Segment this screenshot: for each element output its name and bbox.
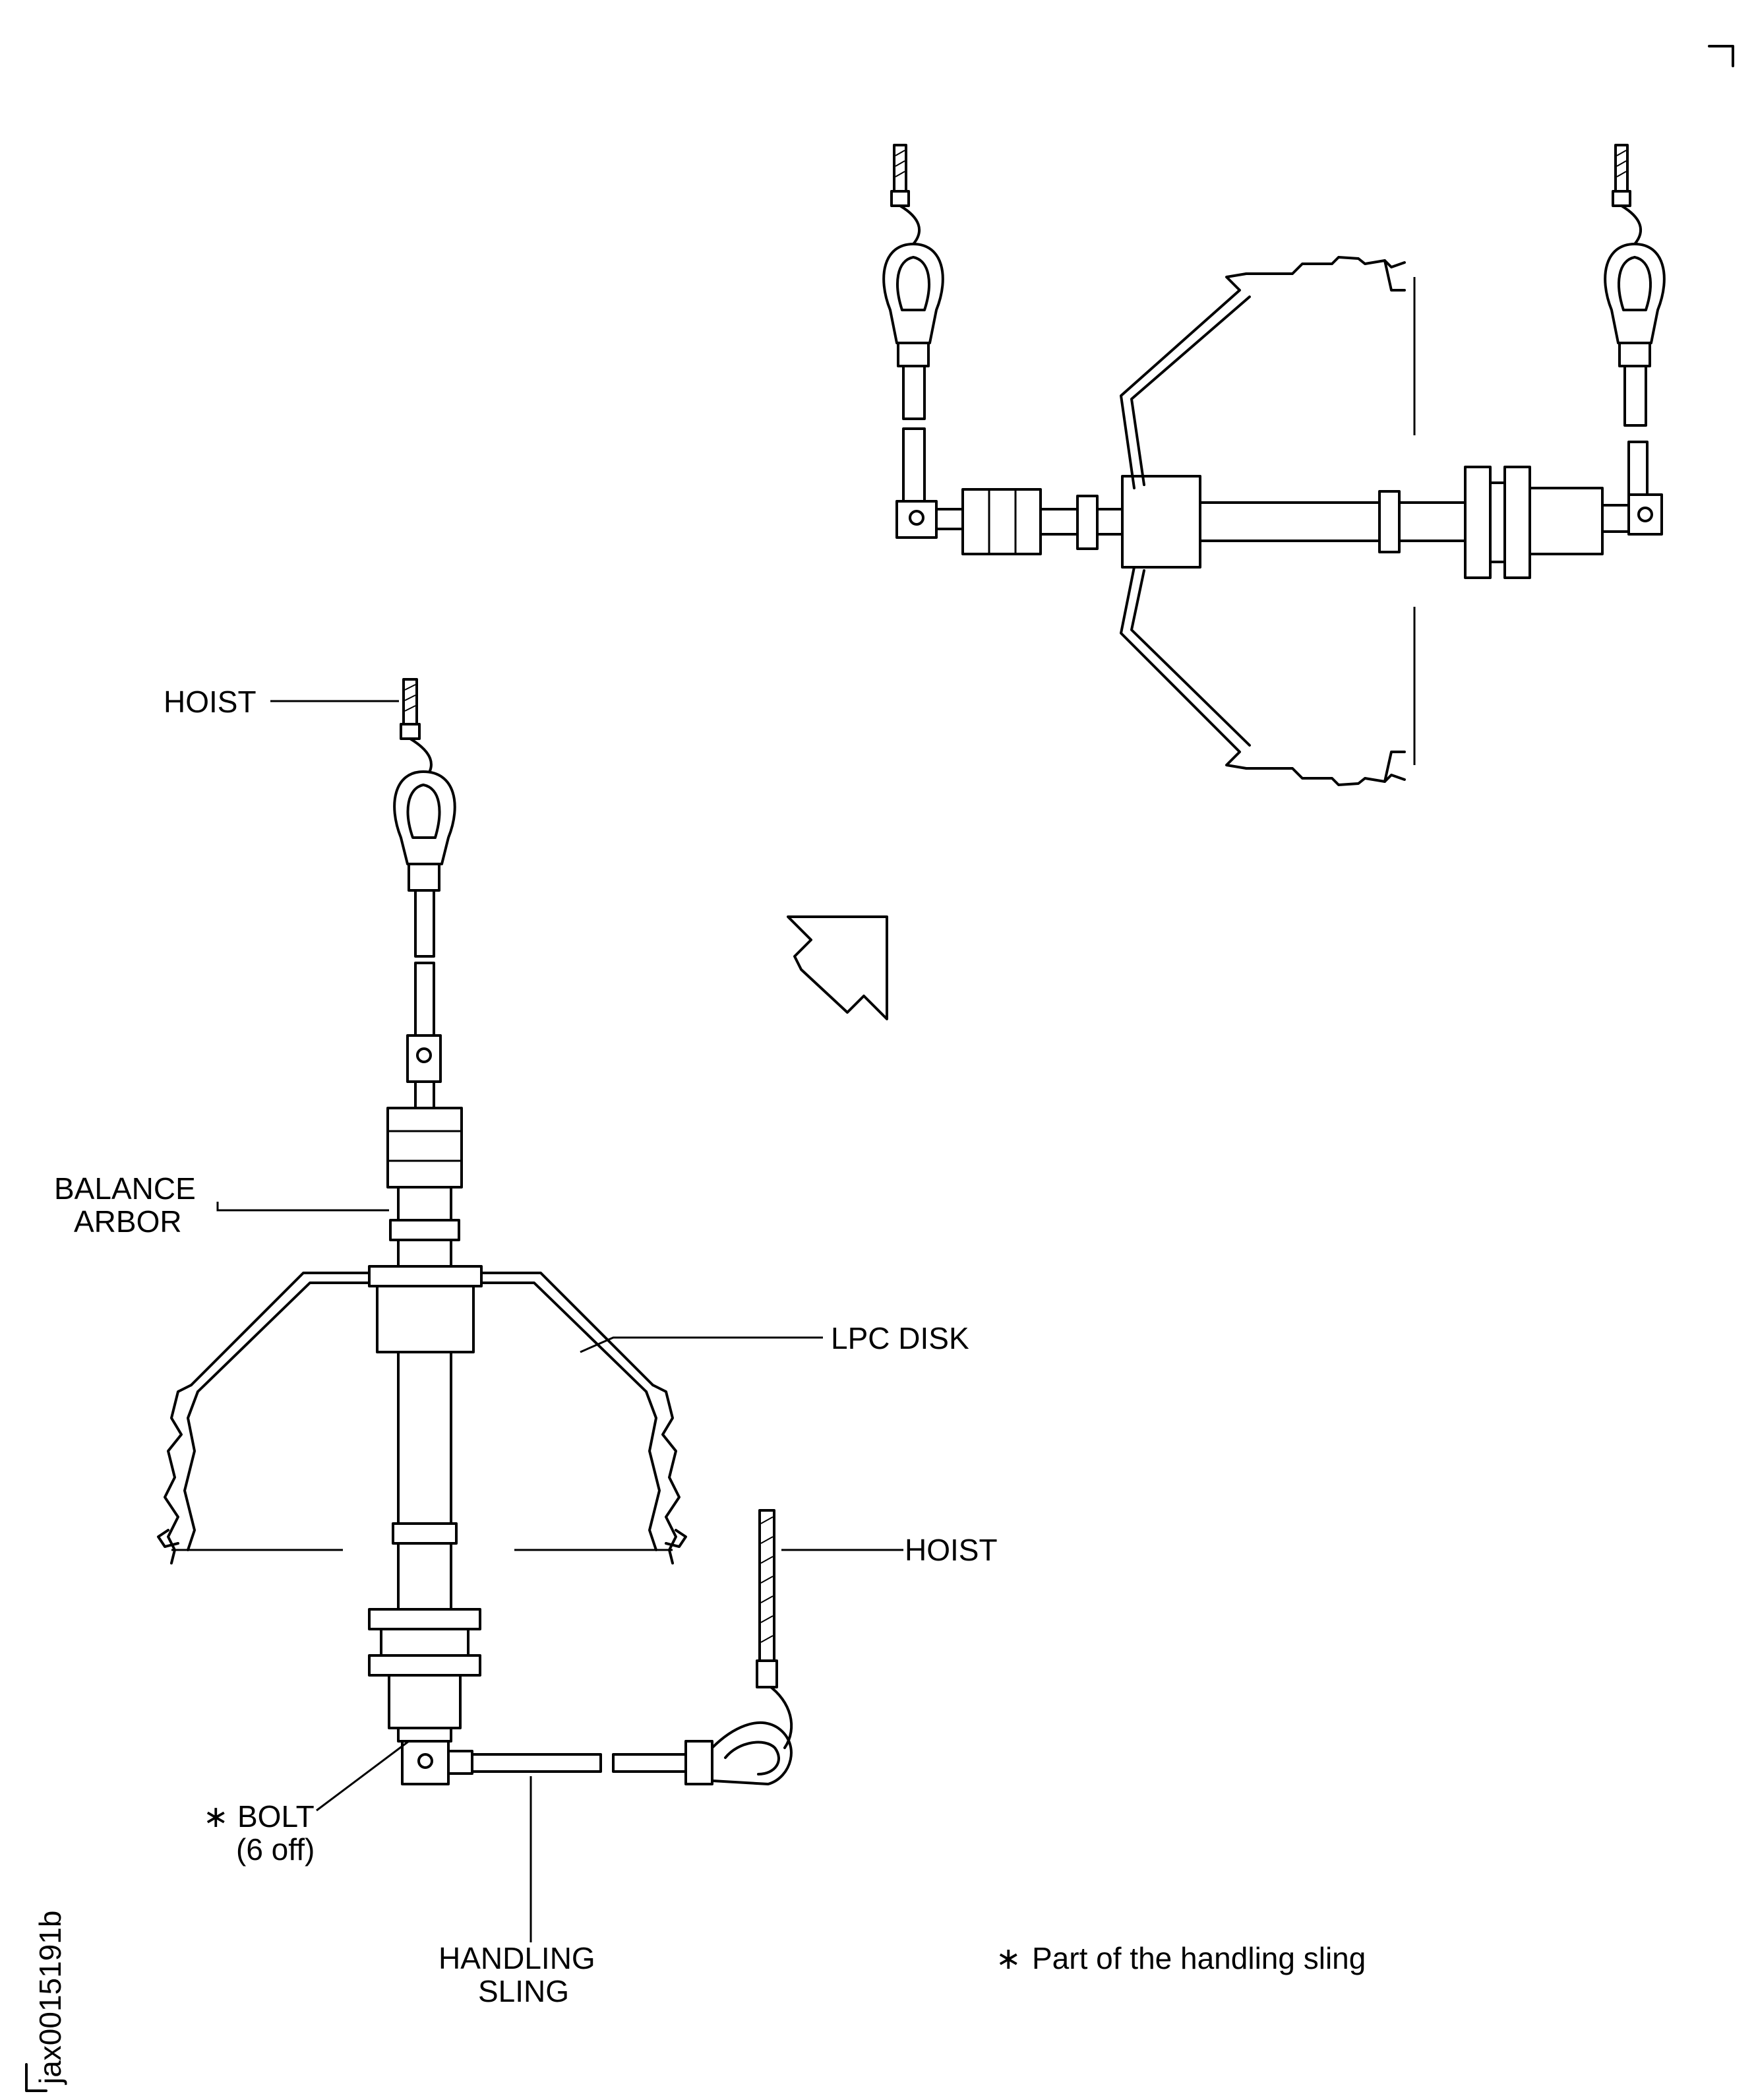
corner-mark-top-right [1708,45,1734,67]
lpc-disk-horizontal [1120,256,1416,786]
label-lpc-disk: LPC DISK [831,1321,969,1355]
label-hoist-top: HOIST [164,685,257,719]
top-hoist-assembly [393,678,456,1109]
labels: HOIST BALANCE ARBOR LPC DISK HOIST ∗ BOL… [33,685,1366,2085]
horizontal-view [882,144,1666,786]
leader-lines [216,700,903,1942]
label-handling-sling-2: SLING [478,1974,569,2008]
footnote-asterisk: ∗ [996,1941,1021,1975]
label-balance-arbor-1: BALANCE [54,1171,196,1206]
vertical-view [157,678,793,1785]
figure-id: jax0015191b [33,1911,67,2085]
left-hoist-assembly [882,144,944,539]
label-bolt-qty: (6 off) [236,1832,315,1867]
label-hoist-right: HOIST [905,1533,998,1567]
rotate-direction-arrow [787,915,888,1020]
right-hoist-assembly [1604,144,1666,536]
footnote-text: Part of the handling sling [1032,1941,1366,1975]
label-handling-sling-1: HANDLING [439,1941,595,1975]
right-hoist-cable [756,1509,778,1688]
balance-arbor-horizontal [935,466,1634,579]
corner-mark-bottom-left [25,2063,47,2092]
handling-sling-assembly [401,1684,793,1785]
label-balance-arbor-2: ARBOR [74,1204,182,1239]
label-bolt: BOLT [237,1799,315,1834]
lpc-disk-vertical [157,1272,687,1564]
balance-arbor-vertical [368,1107,483,1743]
bolt-asterisk: ∗ [203,1799,229,1834]
